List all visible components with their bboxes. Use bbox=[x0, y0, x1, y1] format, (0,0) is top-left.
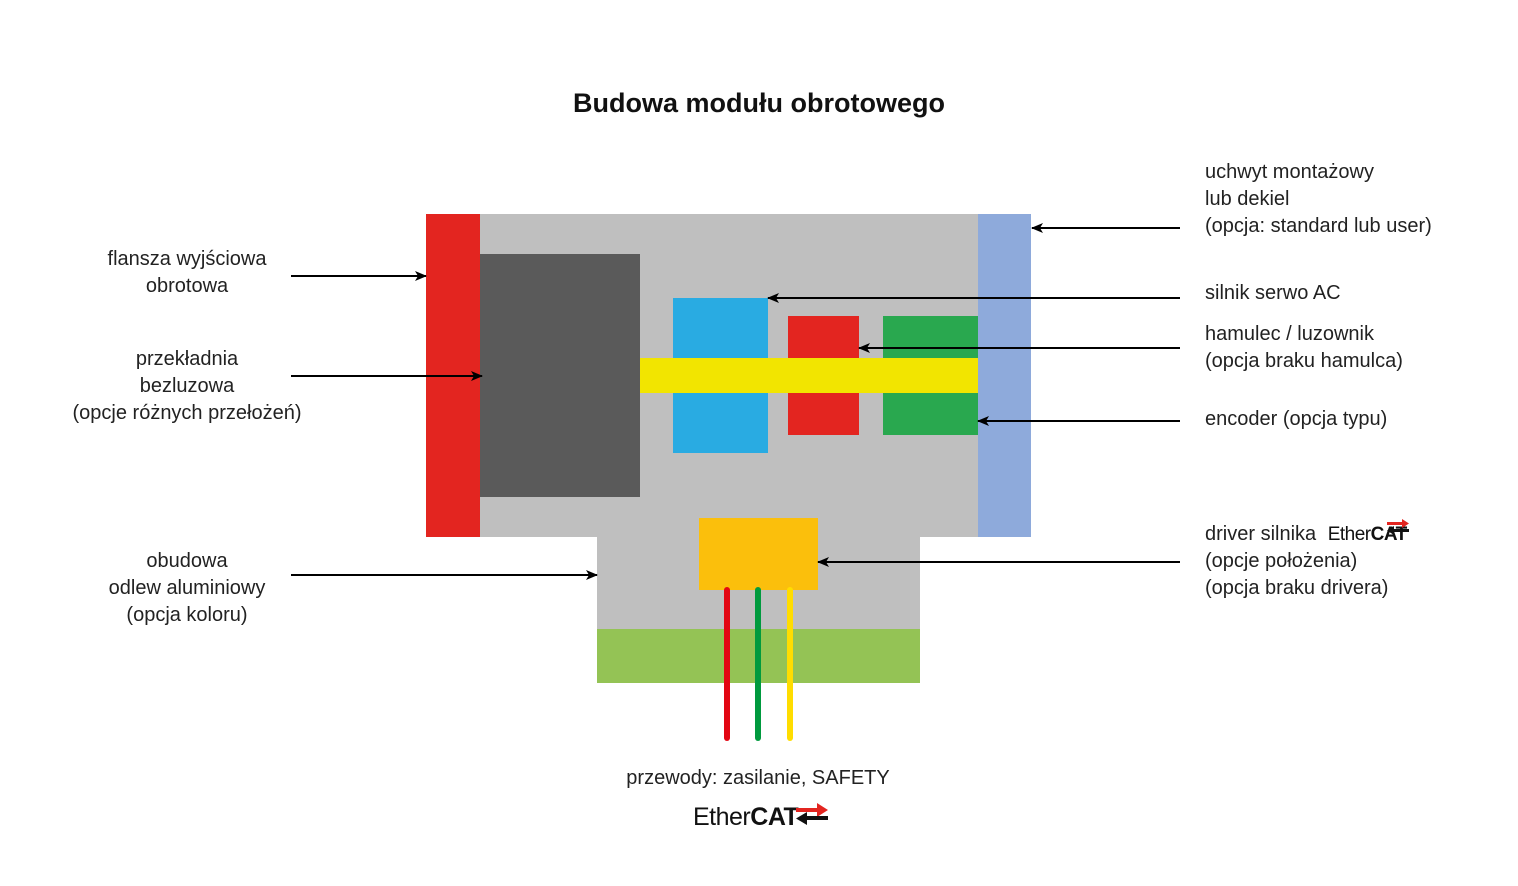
motor-driver bbox=[699, 518, 818, 590]
label-gearbox: przekładnia bezluzowa (opcje różnych prz… bbox=[57, 346, 317, 427]
label-line: (opcje różnych przełożeń) bbox=[72, 402, 302, 424]
label-brake: hamulec / luzownik (opcja braku hamulca) bbox=[1205, 321, 1403, 375]
ethercat-logo-bottom: EtherCAT bbox=[693, 803, 829, 832]
label-encoder: encoder (opcja typu) bbox=[1205, 406, 1387, 433]
label-line: przekładnia bbox=[135, 348, 239, 370]
ethercat-part2: CAT bbox=[750, 803, 799, 831]
label-motor: silnik serwo AC bbox=[1205, 280, 1341, 307]
ethercat-wordmark: EtherCAT bbox=[693, 803, 799, 831]
label-line: bezluzowa bbox=[139, 375, 235, 397]
label-flange: flansza wyjściowa obrotowa bbox=[87, 246, 287, 300]
label-line: (opcja braku hamulca) bbox=[1205, 350, 1403, 372]
ethercat-arrows-icon bbox=[796, 803, 829, 825]
gearbox bbox=[480, 254, 640, 497]
label-line: lub dekiel bbox=[1205, 188, 1290, 210]
label-line: (opcja braku drivera) bbox=[1205, 577, 1389, 600]
label-line: (opcje położenia) bbox=[1205, 550, 1358, 573]
label-housing: obudowa odlew aluminiowy (opcja koloru) bbox=[77, 548, 297, 629]
label-line: odlew aluminiowy bbox=[108, 577, 266, 599]
ethercat-part1: Ether bbox=[693, 803, 751, 831]
label-line: flansza wyjściowa bbox=[107, 248, 267, 270]
label-line: hamulec / luzownik bbox=[1205, 323, 1374, 345]
label-line: obrotowa bbox=[145, 275, 229, 297]
ethercat-logo: EtherCAT bbox=[1327, 519, 1409, 548]
ethercat-part1: Ether bbox=[1327, 524, 1371, 546]
label-line: obudowa bbox=[146, 550, 228, 572]
ethercat-logo: EtherCAT bbox=[693, 803, 829, 832]
ethercat-arrows-icon bbox=[1386, 519, 1409, 536]
shaft bbox=[640, 358, 978, 393]
label-driver: driver silnika EtherCAT (opcje położenia… bbox=[1205, 519, 1409, 602]
label-line: (opcja: standard lub user) bbox=[1205, 215, 1432, 237]
diagram-title: Budowa modułu obrotowego bbox=[573, 88, 945, 118]
label-mount: uchwyt montażowy lub dekiel (opcja: stan… bbox=[1205, 159, 1432, 240]
label-line: uchwyt montażowy bbox=[1205, 161, 1374, 183]
label-line: encoder (opcja typu) bbox=[1205, 408, 1388, 430]
label-line: (opcja koloru) bbox=[126, 604, 248, 626]
mount-plate bbox=[978, 214, 1031, 537]
label-line: driver silnika EtherCAT bbox=[1205, 519, 1409, 548]
label-text: driver silnika bbox=[1205, 523, 1317, 545]
label-line: silnik serwo AC bbox=[1205, 282, 1341, 304]
label-wires: przewody: zasilanie, SAFETY bbox=[626, 767, 890, 789]
